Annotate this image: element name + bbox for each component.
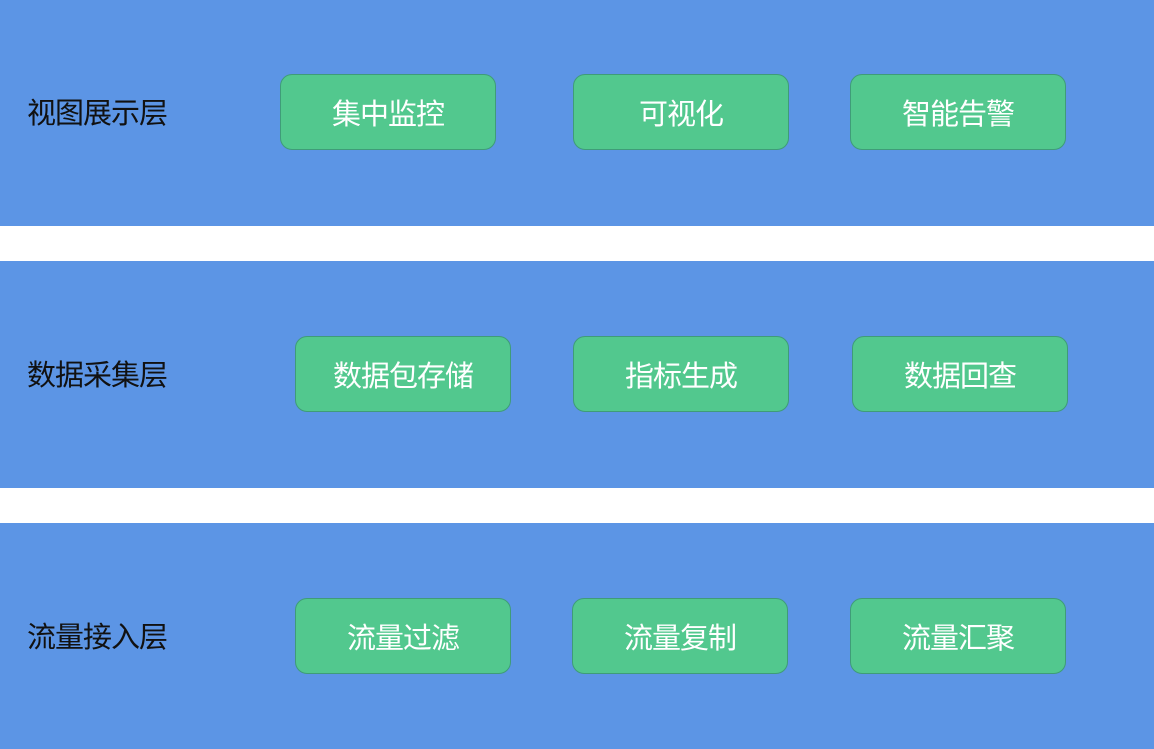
module-packet-storage: 数据包存储 (295, 336, 511, 412)
layer-title-collection: 数据采集层 (27, 358, 168, 392)
module-data-lookup: 数据回查 (852, 336, 1068, 412)
module-traffic-replication: 流量复制 (572, 598, 788, 674)
module-traffic-filter: 流量过滤 (295, 598, 511, 674)
module-traffic-aggregation: 流量汇聚 (850, 598, 1066, 674)
layer-title-access: 流量接入层 (27, 620, 168, 654)
module-smart-alert: 智能告警 (850, 74, 1066, 150)
module-metric-generation: 指标生成 (573, 336, 789, 412)
module-visualization: 可视化 (573, 74, 789, 150)
layer-band-collection: 数据采集层 数据包存储 指标生成 数据回查 (0, 261, 1154, 488)
module-central-monitoring: 集中监控 (280, 74, 496, 150)
layer-band-view: 视图展示层 集中监控 可视化 智能告警 (0, 0, 1154, 226)
layer-band-access: 流量接入层 流量过滤 流量复制 流量汇聚 (0, 523, 1154, 749)
layer-title-view: 视图展示层 (27, 96, 168, 130)
